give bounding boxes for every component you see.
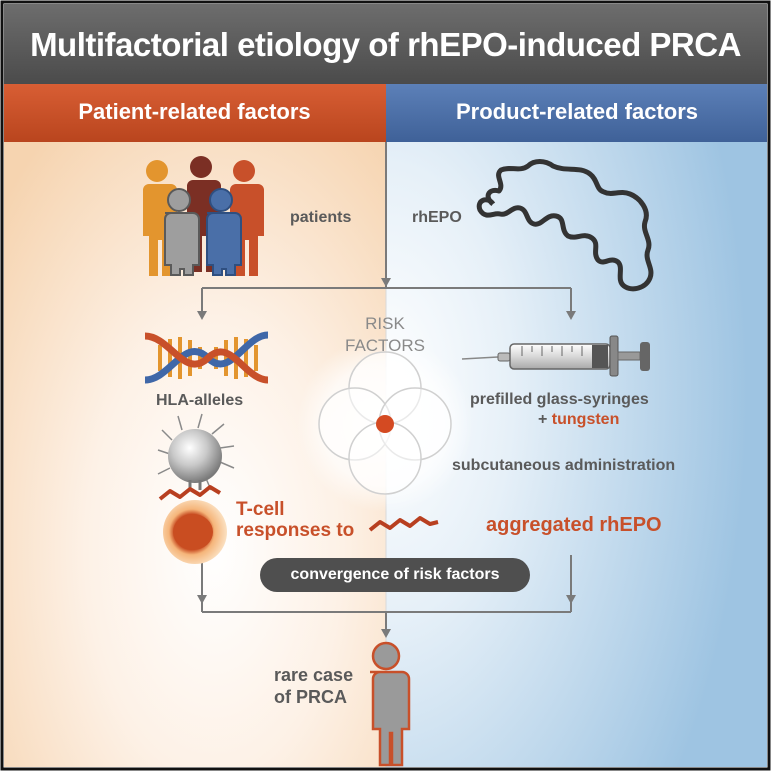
dna-helix-icon [144,331,269,384]
risk-label-line1: RISK [365,314,405,333]
product-factors-header: Product-related factors [455,99,699,124]
convergence-pill [260,558,530,592]
patient-factors-header: Patient-related factors [78,99,311,124]
people-group-icon [143,156,264,276]
risk-factors-label: RISK FACTORS [335,313,435,357]
syringe-plus-line: + tungsten [538,411,619,429]
t-cell-icon [157,413,235,491]
subcutaneous-label: subcutaneous administration [452,457,676,474]
page-title: Multifactorial etiology of rhEPO-induced… [30,26,741,63]
product-header-bar [386,84,767,142]
top-connector-arrows [201,142,572,313]
syringe-icon [461,335,650,377]
rare-case-line2: of PRCA [274,687,347,707]
rhepo-label: rhEPO [412,209,462,226]
protein-chain-icon [476,159,654,292]
plus-label: + [538,411,552,428]
convergence-label: convergence of risk factors [290,566,500,583]
syringe-label: prefilled glass-syringes [470,391,649,408]
apc-cell-icon [158,485,227,564]
person-icon [370,641,411,767]
tcell-label-line2: responses to [236,520,355,541]
rare-case-line1: rare case [274,665,354,685]
tungsten-label: tungsten [551,411,620,428]
tcell-label-line1: T-cell [236,499,285,520]
patients-label: patients [290,209,352,226]
patient-header-bar [4,84,386,142]
venn-risk-icon [297,336,473,512]
rare-case-label: rare case of PRCA [274,664,353,708]
title-bar [4,4,767,84]
aggregated-rhepo-label: aggregated rhEPO [486,514,662,536]
peptide-icon [368,516,439,532]
hla-alleles-label: HLA-alleles [156,392,244,409]
risk-label-line2: FACTORS [345,336,425,355]
